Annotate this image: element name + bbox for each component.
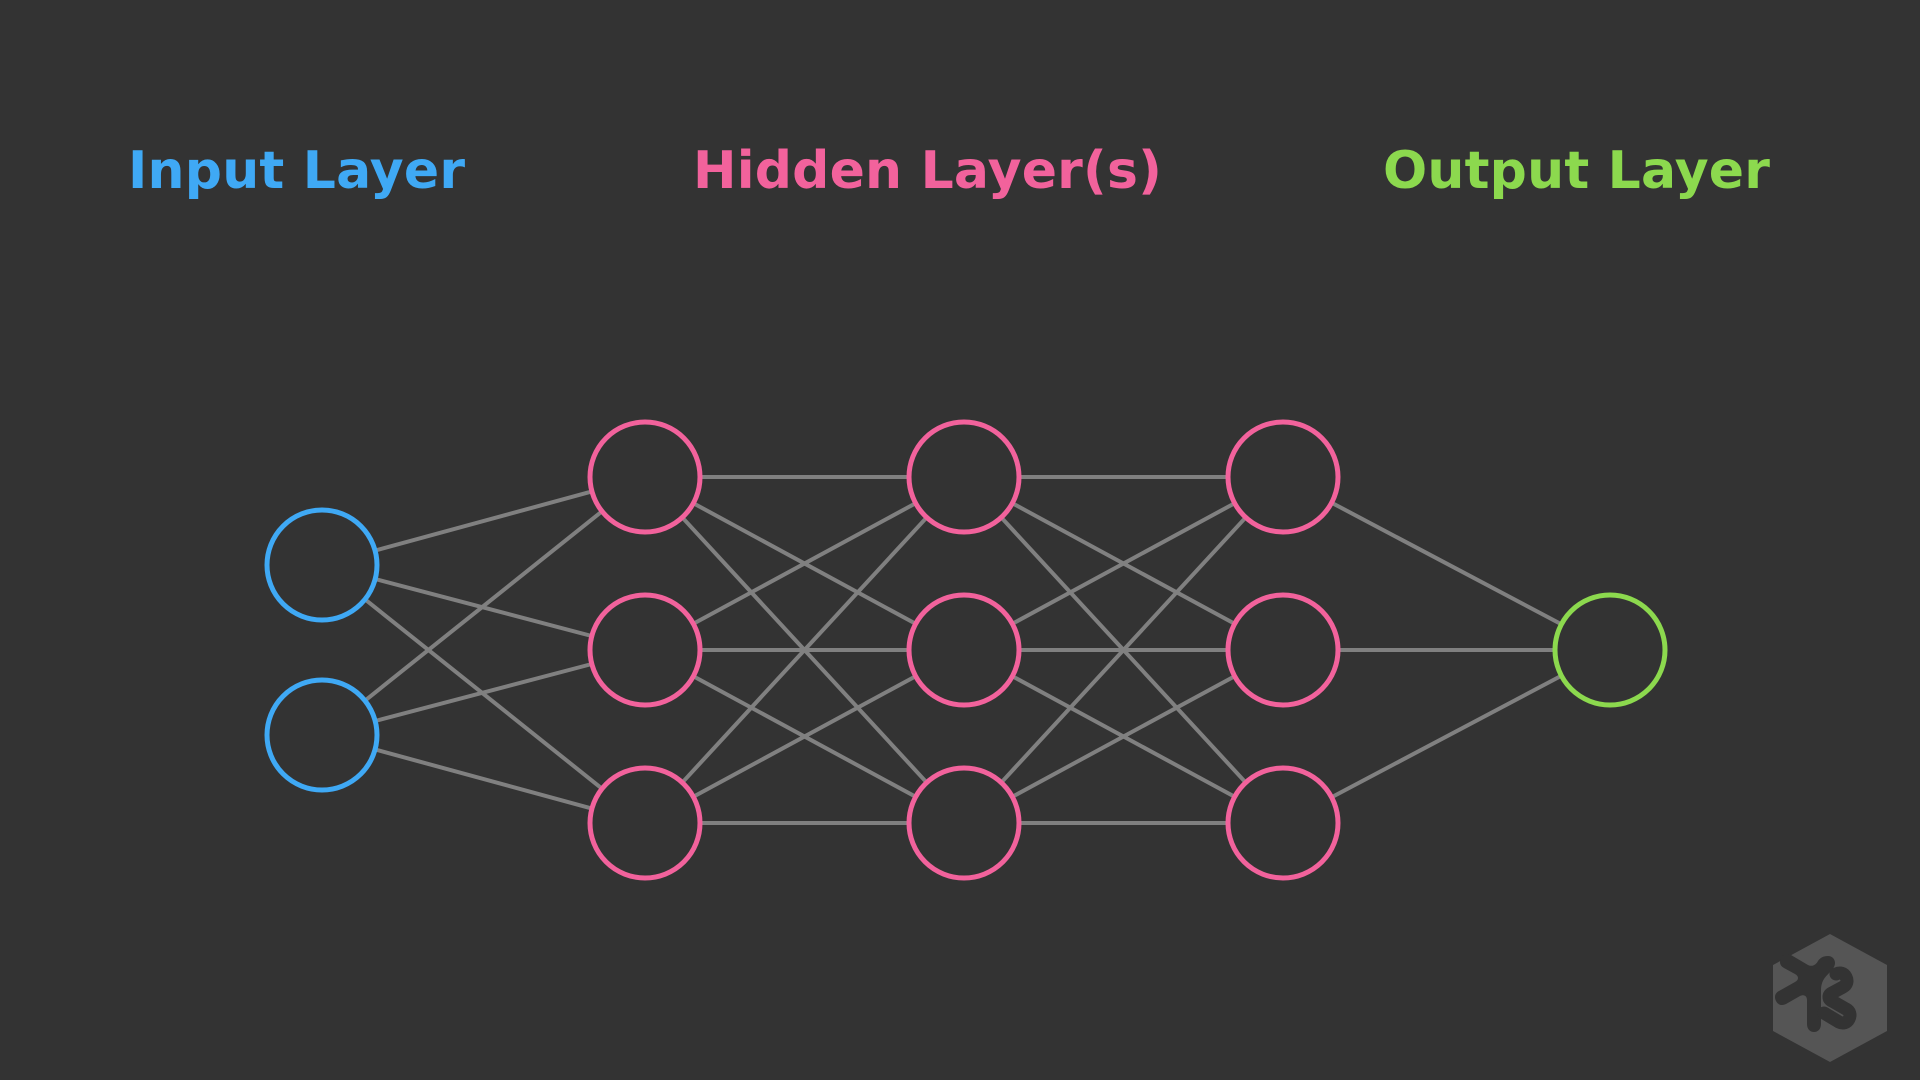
input-layer-label: Input Layer xyxy=(128,141,466,201)
connection-edge xyxy=(373,489,594,553)
neuron-node-h2-1 xyxy=(906,419,1022,535)
connection-edge xyxy=(373,747,594,811)
layer-input-nodes xyxy=(264,507,380,793)
neuron-node-h3-3 xyxy=(1225,765,1341,881)
neuron-node-h3-1 xyxy=(1225,419,1341,535)
hidden-layer-label: Hidden Layer(s) xyxy=(693,141,1163,201)
connection-edge xyxy=(1329,500,1564,627)
neuron-node-h2-2 xyxy=(906,592,1022,708)
connection-edge xyxy=(999,515,1248,785)
treehouse-hexagon-logo-icon xyxy=(1773,934,1887,1062)
neuron-node-h1-2 xyxy=(587,592,703,708)
connection-edge xyxy=(1010,501,1237,626)
connection-edge xyxy=(373,662,594,723)
logo-branch-glyph xyxy=(1817,966,1857,1030)
output-layer-label: Output Layer xyxy=(1383,141,1771,201)
neuron-node-h2-3 xyxy=(906,765,1022,881)
connection-edge xyxy=(362,509,605,703)
neuron-node-h1-1 xyxy=(587,419,703,535)
layer-hidden-nodes xyxy=(1225,419,1341,881)
connection-edge xyxy=(680,515,929,785)
connection-edge xyxy=(691,674,918,799)
connection-edge xyxy=(1329,673,1564,800)
connection-edge xyxy=(1010,674,1237,799)
layer-hidden-nodes xyxy=(906,419,1022,881)
nodes-group xyxy=(264,419,1668,881)
neuron-node-h3-2 xyxy=(1225,592,1341,708)
layer-output-nodes xyxy=(1552,592,1668,708)
neuron-node-in-2 xyxy=(264,677,380,793)
edges-group xyxy=(362,475,1564,825)
neuron-node-h1-3 xyxy=(587,765,703,881)
layer-hidden-nodes xyxy=(587,419,703,881)
connection-edge xyxy=(691,501,918,626)
neuron-node-out-1 xyxy=(1552,592,1668,708)
neuron-node-in-1 xyxy=(264,507,380,623)
